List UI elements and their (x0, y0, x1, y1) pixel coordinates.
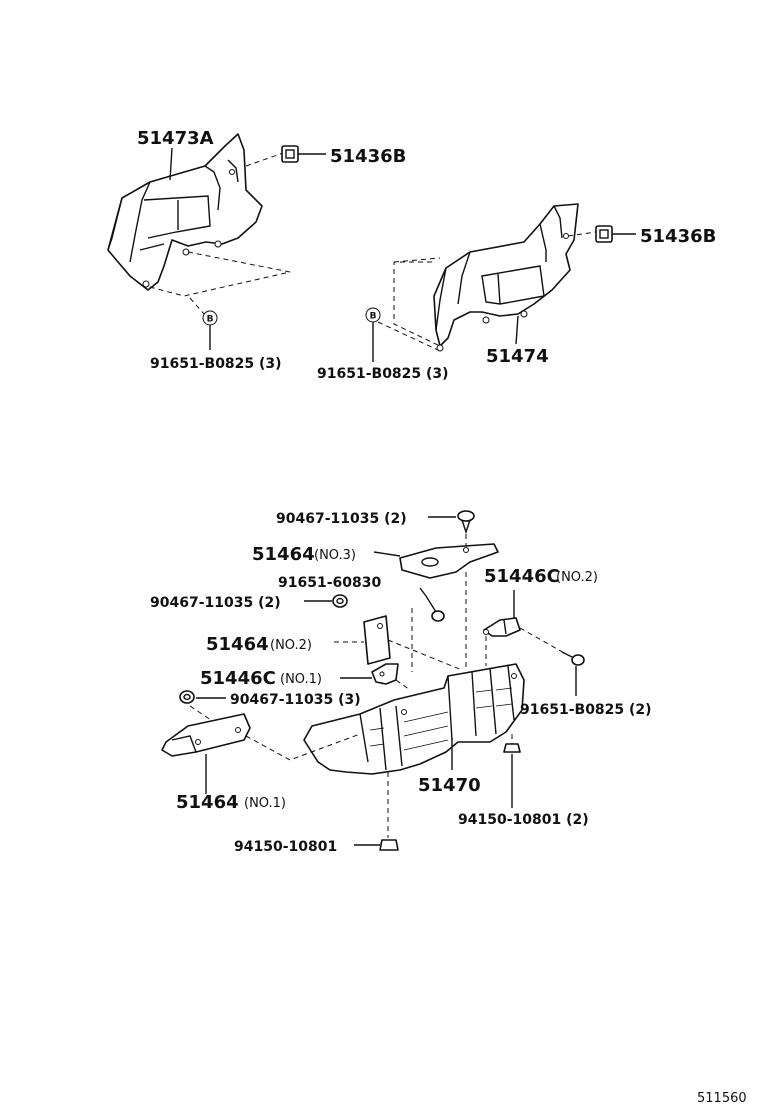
leader-dash-callout-right (377, 321, 439, 351)
label-90467-11035-top: 90467-11035 (2) (276, 511, 407, 527)
callout-b-left: B (202, 310, 218, 326)
clip-51436B-left-shape (281, 145, 299, 163)
clip-51436B-right-shape (595, 225, 613, 243)
mount-dash-left (145, 251, 291, 297)
leader-dash-plate-no2 (387, 639, 463, 671)
leader-51473A (169, 147, 173, 181)
label-91651-60830: 91651-60830 (278, 575, 381, 591)
clip-90467-top-shape (457, 510, 475, 535)
part-51474-shape (433, 203, 579, 352)
callout-b-right: B (365, 307, 381, 323)
label-51446C-no2-number: 51446C (484, 566, 560, 587)
leader-dash-bracket-no1 (395, 679, 411, 691)
label-91651-B0825-3-left: 91651-B0825 (3) (150, 356, 282, 372)
label-51436B-right: 51436B (640, 226, 716, 247)
nut-94150-right-shape (503, 743, 521, 753)
leader-dash-bracket-no2 (519, 627, 567, 655)
bracket-51446C-no1-shape (371, 663, 399, 685)
leader-dash-51436B-left (245, 151, 287, 167)
label-51446C-no1-number: 51446C (200, 668, 276, 689)
label-91651-B0825-3-right: 91651-B0825 (3) (317, 366, 449, 382)
label-51446C-no1-qualifier: (NO.1) (280, 672, 322, 687)
leader-51474 (515, 315, 519, 345)
bolt-91651-B0825-2-shape (561, 651, 585, 666)
label-91651-B0825-2: 91651-B0825 (2) (520, 702, 652, 718)
leader-dash-90467-low (189, 705, 215, 723)
label-51464-no1-number: 51464 (176, 792, 239, 813)
label-51464-no1-qualifier: (NO.1) (244, 796, 286, 811)
label-51464-no3-qualifier: (NO.3) (314, 548, 356, 563)
label-51474: 51474 (486, 346, 549, 367)
diagram-id: 511560 (697, 1091, 747, 1106)
label-51470: 51470 (418, 775, 481, 796)
label-51464-no2-number: 51464 (206, 634, 269, 655)
label-90467-11035-mid: 90467-11035 (2) (150, 595, 281, 611)
bracket-51446C-no2-shape (483, 617, 521, 637)
leader-dash-51436B-right (567, 231, 597, 237)
leader-dash-plate-no1 (245, 733, 361, 761)
plate-51464-no3-shape (399, 543, 499, 579)
label-51473A: 51473A (137, 128, 214, 149)
label-90467-11035-low: 90467-11035 (3) (230, 692, 361, 708)
callout-b-left-letter: B (207, 315, 214, 325)
mount-dash-right (393, 261, 441, 347)
leader-dash-callout-left (189, 297, 205, 315)
clip-90467-low-shape (179, 690, 195, 704)
label-51464-no3-number: 51464 (252, 544, 315, 565)
nut-94150-bottom-shape (379, 839, 399, 851)
callout-b-right-letter: B (370, 312, 377, 322)
shield-51470-shape (303, 663, 525, 775)
plate-51464-no1-shape (161, 713, 251, 757)
leader-91651-60830 (419, 587, 427, 597)
bolt-91651-60830-shape (425, 595, 445, 622)
plate-51464-no2-shape (363, 615, 391, 665)
part-51473A-shape (107, 133, 263, 291)
mount-dash-right-top (393, 257, 441, 263)
label-51446C-no2-qualifier: (NO.2) (556, 570, 598, 585)
label-51436B-left: 51436B (330, 146, 406, 167)
label-94150-10801-2: 94150-10801 (2) (458, 812, 589, 828)
clip-90467-mid-shape (332, 594, 348, 608)
label-51464-no2-qualifier: (NO.2) (270, 638, 312, 653)
leader-51464-no3 (373, 551, 401, 557)
label-94150-10801: 94150-10801 (234, 839, 337, 855)
